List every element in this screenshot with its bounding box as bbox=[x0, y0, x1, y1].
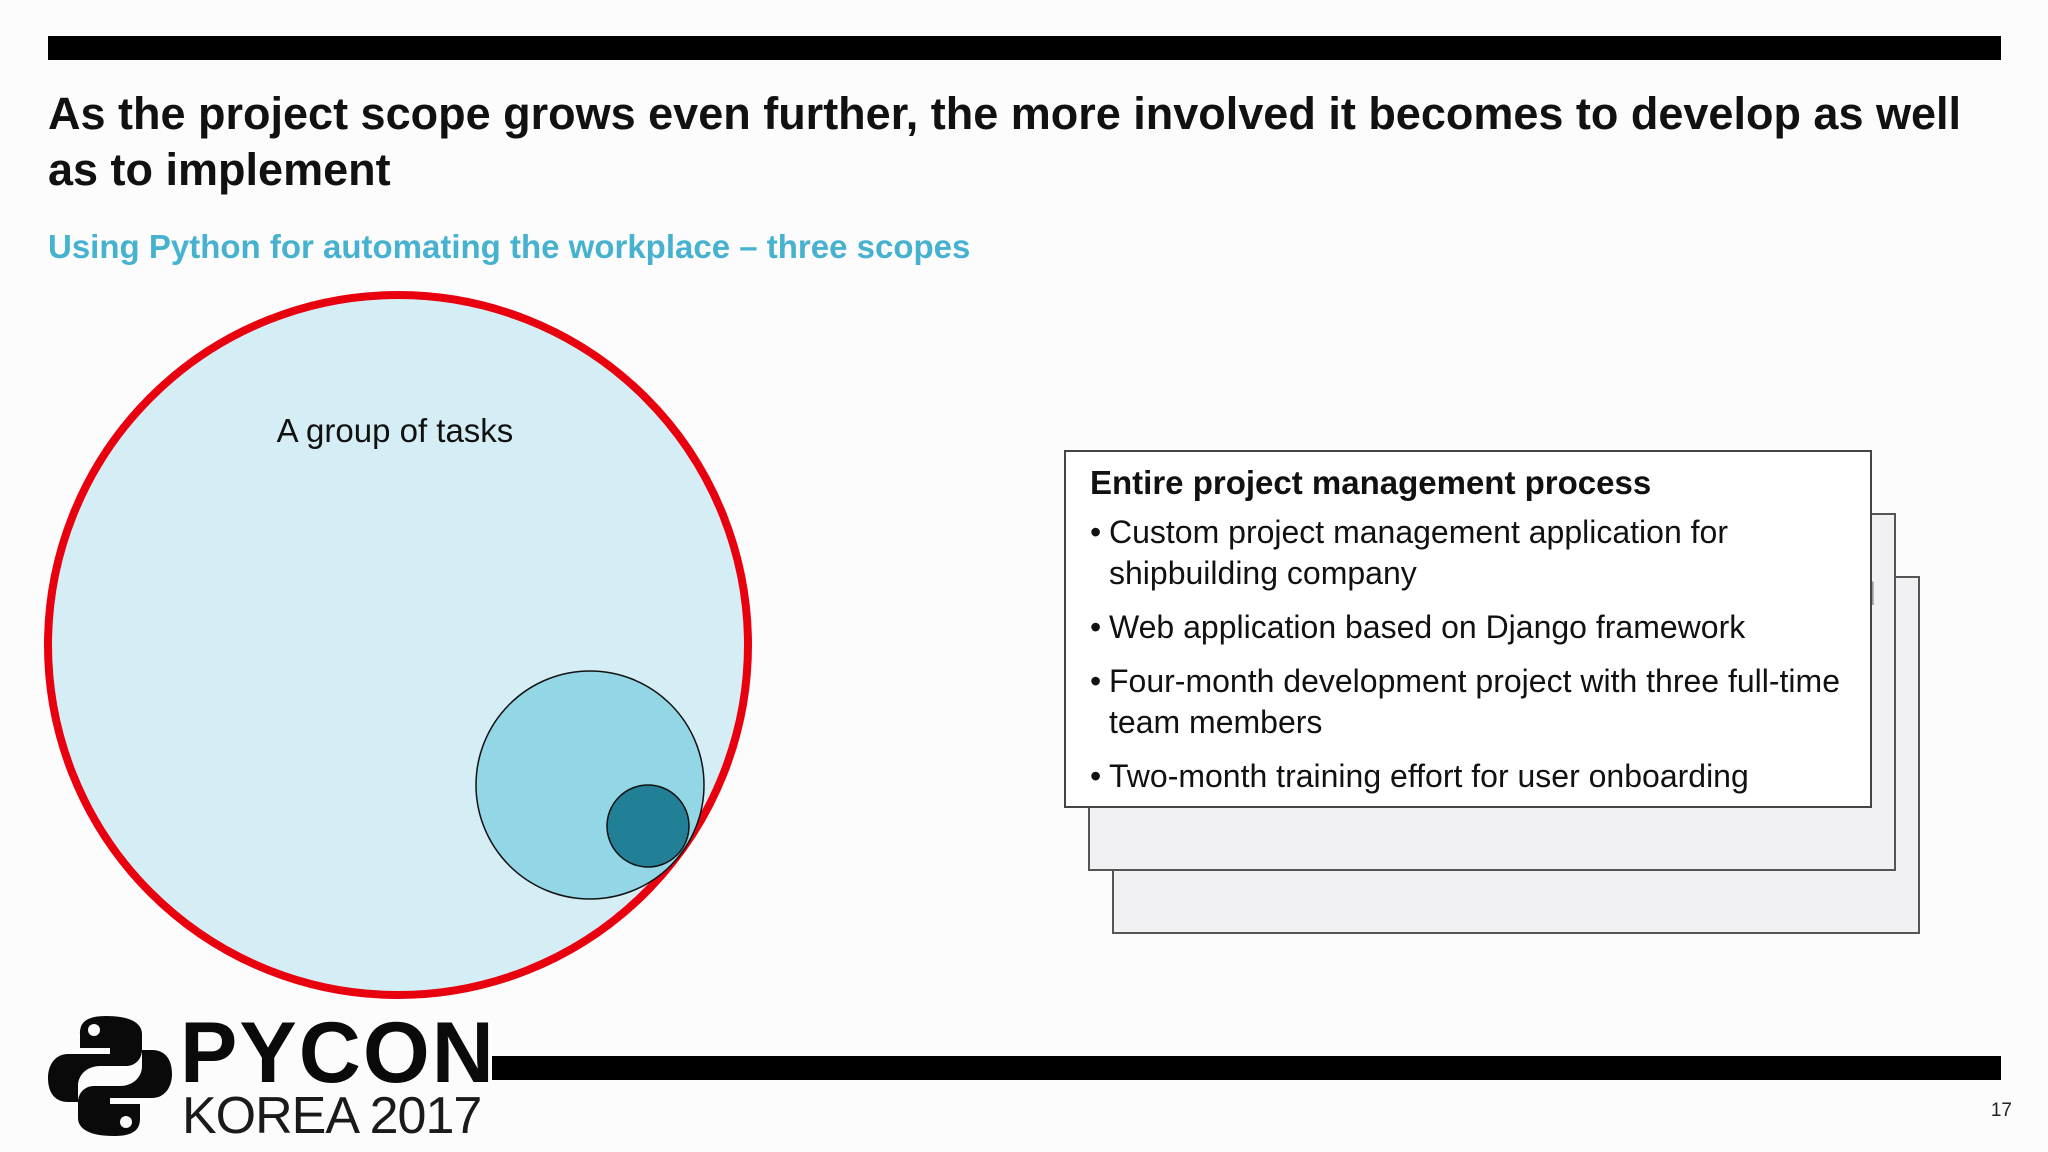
outer-circle-label: A group of tasks bbox=[276, 412, 514, 449]
project-scope-card: Entire project management process Custom… bbox=[1064, 450, 1872, 808]
card-title: Entire project management process bbox=[1090, 464, 1652, 501]
logo-wordmark-pycon: PYCON bbox=[180, 1005, 496, 1101]
card-bullet-list: Custom project management application fo… bbox=[1090, 512, 1846, 797]
logo-wordmark-korea: KOREA 2017 bbox=[182, 1087, 482, 1145]
page-number: 17 bbox=[1990, 1100, 2012, 1121]
top-rule bbox=[48, 36, 2001, 60]
inner-scope-circle bbox=[606, 784, 690, 868]
pycon-korea-logo: PYCON KOREA 2017 bbox=[46, 1010, 494, 1144]
slide-title: As the project scope grows even further,… bbox=[48, 88, 1962, 195]
slide-subtitle: Using Python for automating the workplac… bbox=[48, 228, 971, 265]
card-bullet: Custom project management application fo… bbox=[1090, 512, 1846, 594]
outer-scope-circle bbox=[44, 291, 752, 999]
python-logo-icon bbox=[48, 1016, 172, 1136]
card-bullet: Four-month development project with thre… bbox=[1090, 661, 1846, 743]
card-bullet: Web application based on Django framewor… bbox=[1090, 607, 1846, 648]
middle-scope-circle bbox=[475, 670, 705, 900]
bottom-rule bbox=[492, 1056, 2001, 1080]
card-bullet: Two-month training effort for user onboa… bbox=[1090, 756, 1846, 797]
